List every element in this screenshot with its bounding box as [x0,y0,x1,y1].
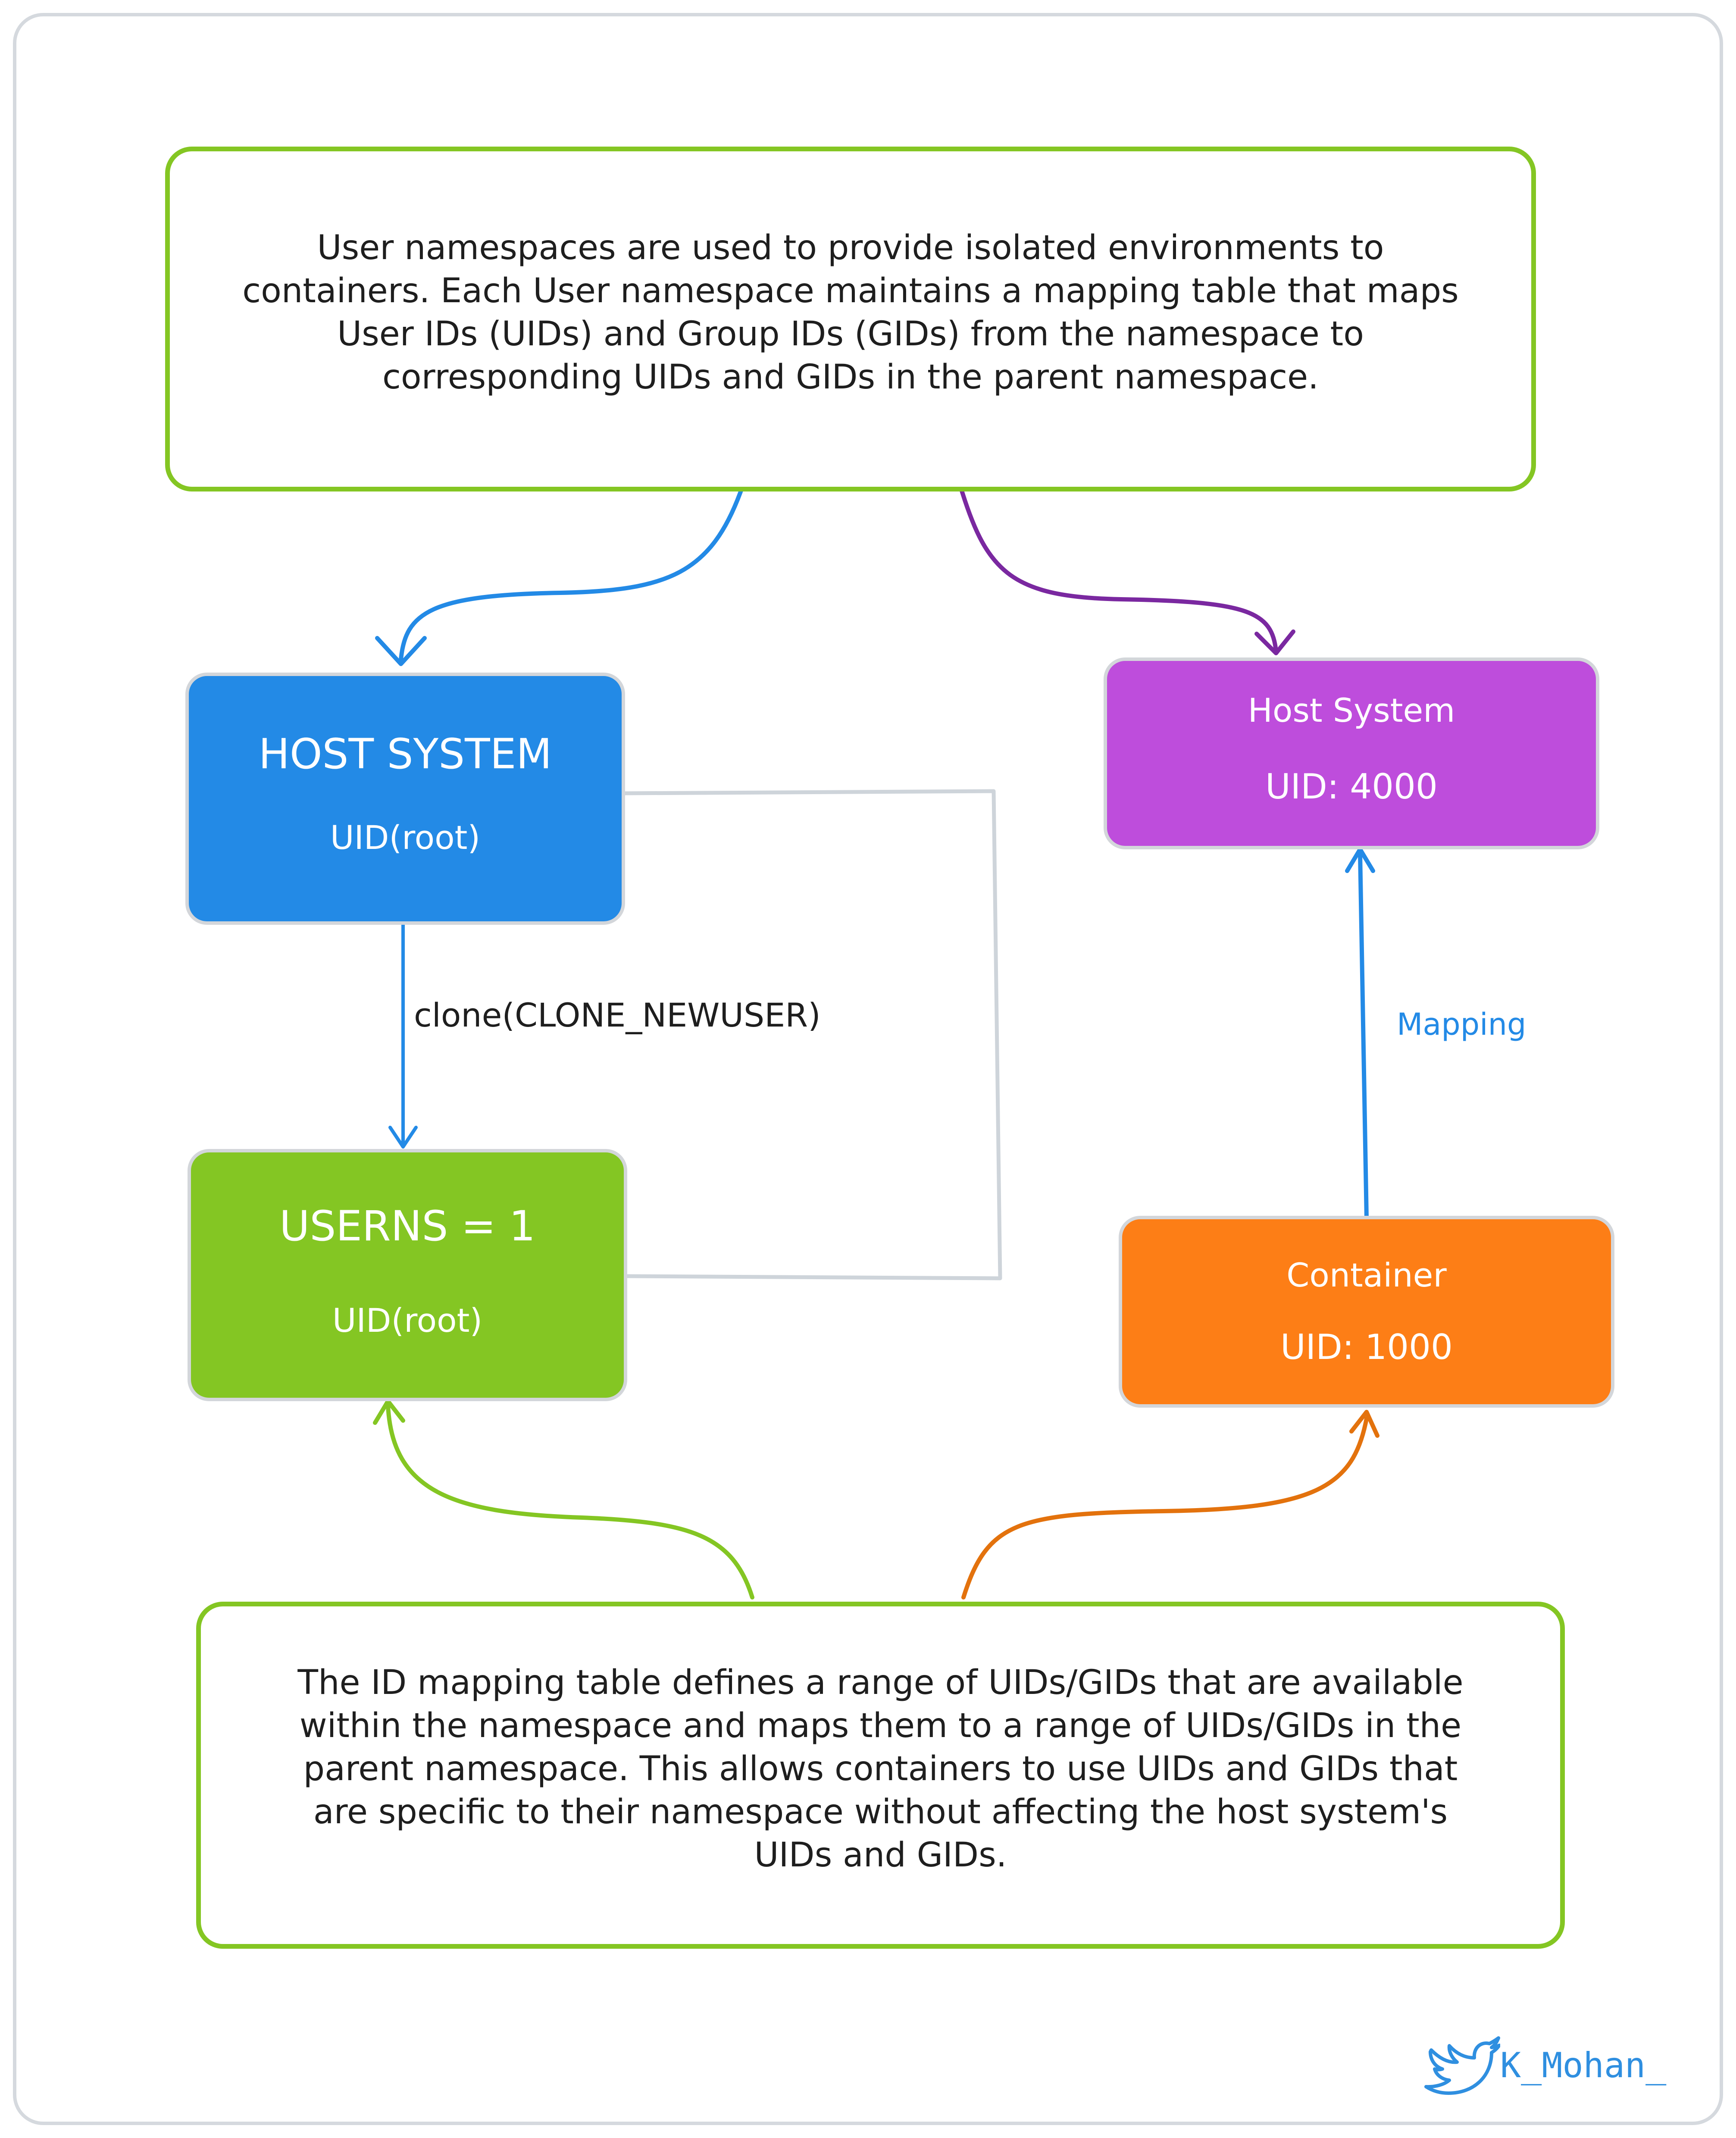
node-container-title: Container [1286,1256,1447,1294]
arrow-bottom-note-to-userns [386,1403,754,1600]
arrow-bottom-note-to-container [961,1416,1369,1600]
node-userns[interactable]: USERNS = 1 UID(root) [188,1149,627,1401]
node-userns-subtitle: UID(root) [332,1301,483,1340]
node-userns-title: USERNS = 1 [279,1202,535,1250]
arrow-top-note-to-host-system [399,487,744,662]
arrowhead-host-uid [1254,629,1295,655]
author-handle: K_Mohan_ [1500,2045,1667,2085]
twitter-bird-icon [1424,2036,1500,2095]
arrow-mapping [1358,851,1369,1220]
arrowhead-container-up [1349,1410,1379,1438]
arrowhead-userns-up [373,1399,405,1425]
arrowhead-userns [388,1126,418,1149]
bottom-note-text: The ID mapping table defines a range of … [297,1663,1464,1875]
node-host-system-uid-title: Host System [1248,691,1455,729]
bottom-note: The ID mapping table defines a range of … [196,1602,1565,1949]
top-note-text: User namespaces are used to provide isol… [242,229,1459,397]
edge-label-mapping: Mapping [1397,1007,1526,1042]
author-credit[interactable]: K_Mohan_ [1423,2033,1666,2097]
node-host-system-uid[interactable]: Host System UID: 4000 [1104,657,1599,849]
node-host-system-title: HOST SYSTEM [258,730,552,778]
top-note: User namespaces are used to provide isol… [165,147,1536,491]
node-host-system-uid-subtitle: UID: 4000 [1265,767,1438,807]
node-container-subtitle: UID: 1000 [1280,1327,1453,1367]
edge-label-clone: clone(CLONE_NEWUSER) [414,996,821,1034]
arrowhead-host-system [375,636,427,666]
node-container[interactable]: Container UID: 1000 [1119,1216,1614,1408]
node-host-system[interactable]: HOST SYSTEM UID(root) [185,673,625,925]
arrowhead-mapping [1345,847,1375,873]
connector-host-to-userns [625,789,1002,1280]
node-host-system-subtitle: UID(root) [330,818,481,857]
arrow-top-note-to-host-uid [959,487,1278,653]
